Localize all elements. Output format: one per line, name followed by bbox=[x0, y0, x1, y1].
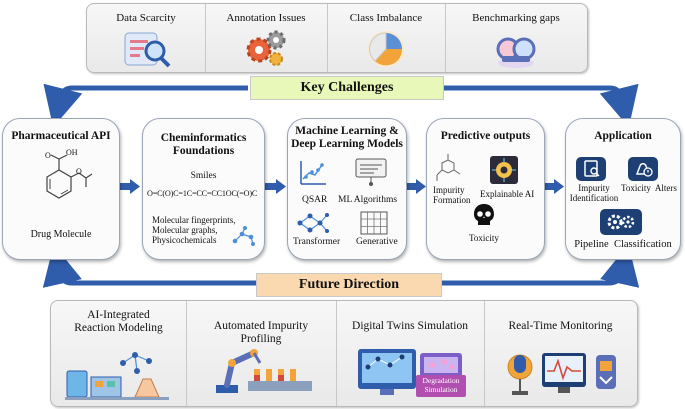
challenge-label: Benchmarking gaps bbox=[472, 12, 560, 24]
ml-algorithms-icon bbox=[354, 157, 388, 187]
lab-equipment-icon bbox=[65, 349, 171, 401]
transformer-network-icon bbox=[296, 211, 330, 235]
challenge-annotation-issues: Annotation Issues bbox=[205, 4, 328, 72]
future-real-time-monitoring: Real-Time Monitoring bbox=[484, 301, 637, 406]
smiles-label: Smiles bbox=[190, 171, 217, 181]
key-challenges-banner: Key Challenges bbox=[250, 76, 444, 100]
molecular-graph-icon bbox=[231, 225, 257, 247]
explainable-ai-icon bbox=[489, 155, 519, 185]
stage-title: Pharmaceutical API bbox=[11, 130, 111, 142]
future-label: Automated Impurity Profiling bbox=[213, 320, 309, 345]
skull-icon bbox=[473, 203, 495, 227]
hydroxyl-label: OH bbox=[66, 148, 78, 157]
drug-molecule-label: Drug Molecule bbox=[30, 229, 92, 240]
ml-item-ml-algorithms: ML Algorithms bbox=[338, 195, 398, 205]
stage-title: Machine Learning & Deep Learning Models bbox=[291, 125, 403, 150]
aspirin-structure-icon: OH O O bbox=[29, 148, 95, 215]
ml-item-transformer: Transformer bbox=[293, 237, 341, 247]
stage-cheminformatics: Cheminformatics Foundations Smiles O=C(O… bbox=[142, 118, 265, 260]
magnifier-document-icon bbox=[121, 29, 173, 69]
monitoring-devices-icon bbox=[502, 345, 622, 399]
challenge-label: Class Imbalance bbox=[349, 12, 423, 24]
degradation-simulation-label: Degradation Simulation bbox=[422, 376, 460, 394]
impurity-formation-label: Impurity Formation bbox=[433, 185, 471, 205]
future-label: Digital Twins Simulation bbox=[352, 320, 468, 332]
toxicity-label: Toxicity bbox=[469, 233, 499, 243]
robot-arm-icon bbox=[208, 345, 316, 395]
stage-title: Predictive outputs bbox=[440, 130, 531, 142]
toxicity-alert-icon bbox=[628, 157, 658, 181]
challenge-label: Annotation Issues bbox=[226, 12, 306, 24]
stacked-circles-icon bbox=[493, 29, 539, 69]
future-ai-reaction-modeling: AI-Integrated Reaction Modeling bbox=[51, 301, 187, 406]
ml-item-generative: Generative bbox=[356, 237, 398, 247]
future-label: Real-Time Monitoring bbox=[508, 320, 613, 332]
molecular-features: Molecular fingerprints, Molecular graphs… bbox=[152, 215, 236, 245]
challenges-panel: Data Scarcity Annotation Issues C bbox=[86, 3, 588, 73]
stage-pharmaceutical-api: Pharmaceutical API OH O O Drug Molecule bbox=[2, 118, 120, 260]
pipeline-gears-icon bbox=[600, 209, 642, 235]
oxygen-label: O bbox=[76, 167, 82, 176]
future-panel: AI-Integrated Reaction Modeling Automate… bbox=[50, 300, 638, 407]
challenge-class-imbalance: Class Imbalance bbox=[327, 4, 446, 72]
gears-icon bbox=[243, 28, 289, 68]
ml-item-qsar: QSAR bbox=[302, 195, 328, 205]
stage-ml-dl-models: Machine Learning & Deep Learning Models … bbox=[287, 118, 407, 260]
stage-predictive-outputs: Predictive outputs Impurity Formation Ex… bbox=[426, 118, 545, 260]
impurity-identification-label: Impurity Identification bbox=[569, 183, 619, 203]
toxicity-alters-label: Toxicity Alters bbox=[621, 183, 677, 193]
impurity-structure-icon bbox=[433, 153, 463, 183]
qsar-chart-icon bbox=[298, 159, 328, 187]
pipeline-classification-label: Pipeline Classification bbox=[574, 239, 672, 250]
future-digital-twins-simulation: Digital Twins Simulation Degradation Sim… bbox=[336, 301, 485, 406]
oxygen-label: O bbox=[45, 151, 51, 160]
smiles-string: O=C(O)C=1C=CC=CC1OC(=O)C bbox=[147, 189, 258, 198]
stage-title: Application bbox=[594, 130, 652, 142]
challenge-data-scarcity: Data Scarcity bbox=[87, 4, 206, 72]
stage-title: Cheminformatics Foundations bbox=[160, 132, 247, 157]
document-search-icon bbox=[576, 157, 606, 181]
pie-chart-icon bbox=[363, 28, 409, 70]
future-automated-impurity-profiling: Automated Impurity Profiling bbox=[186, 301, 337, 406]
generative-grid-icon bbox=[360, 211, 388, 235]
future-label: AI-Integrated Reaction Modeling bbox=[74, 309, 163, 334]
future-direction-banner: Future Direction bbox=[256, 273, 442, 297]
digital-twin-monitor-icon: Degradation Simulation bbox=[354, 345, 466, 399]
stage-application: Application Impurity Identification Toxi… bbox=[565, 118, 681, 260]
challenge-benchmarking-gaps: Benchmarking gaps bbox=[445, 4, 587, 72]
explainable-ai-label: Explainable AI bbox=[480, 189, 535, 199]
challenge-label: Data Scarcity bbox=[116, 12, 176, 24]
